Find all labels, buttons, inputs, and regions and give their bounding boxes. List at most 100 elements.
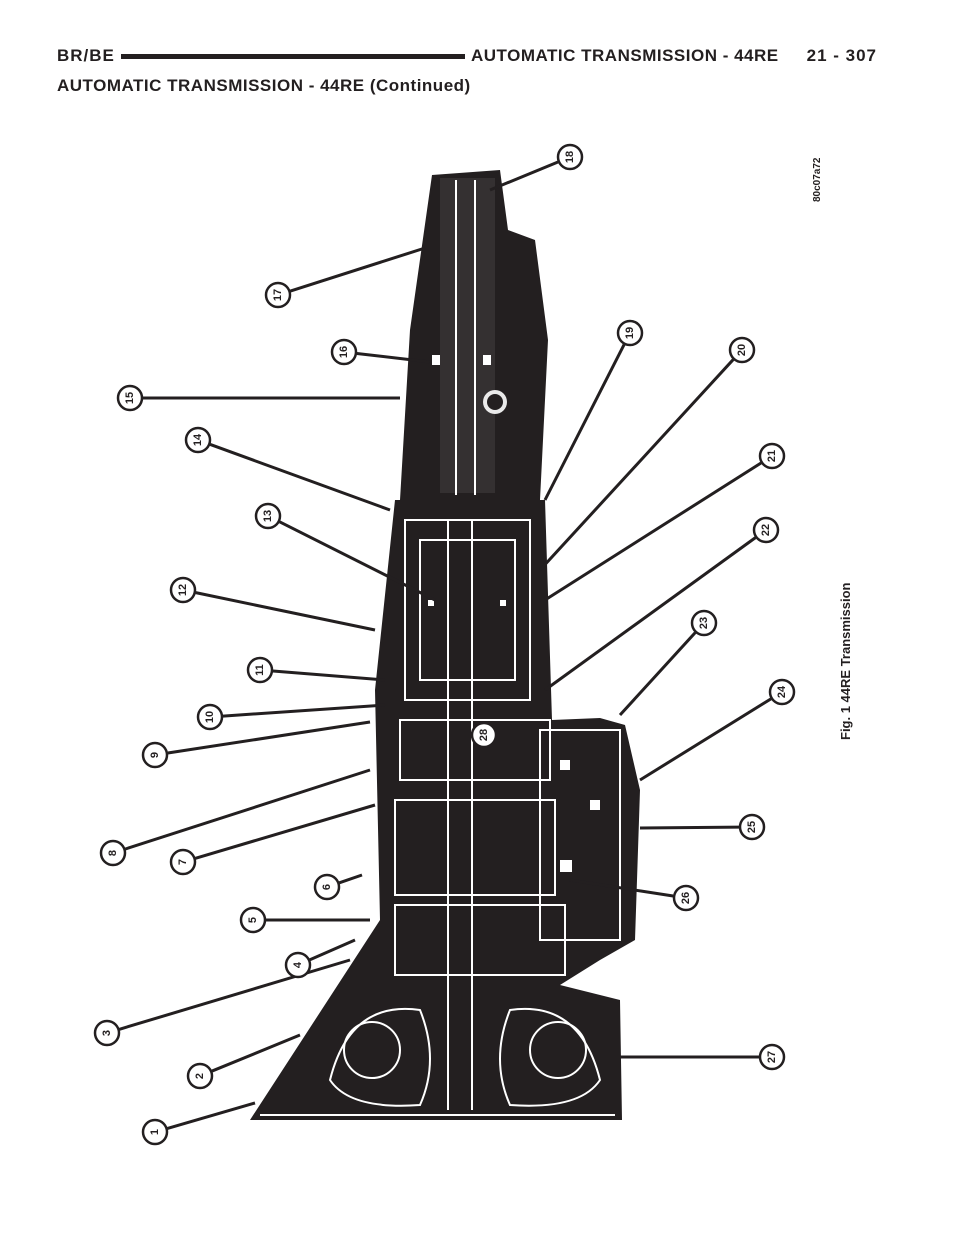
section-title: AUTOMATIC TRANSMISSION - 44RE (Continued… [57, 76, 471, 95]
callout-number: 27 [766, 1051, 778, 1063]
callout-2: 2 [186, 1033, 301, 1090]
callout-number: 8 [107, 850, 119, 856]
leader-line [618, 631, 697, 717]
callout-circle [556, 143, 584, 171]
callout-number: 15 [124, 392, 136, 404]
callout-circle [186, 1062, 214, 1090]
callout-number: 19 [624, 327, 636, 339]
callout-circle [196, 703, 224, 731]
callout-circle [264, 281, 292, 309]
callout-number: 5 [247, 917, 259, 923]
leader-line [543, 343, 626, 501]
callout-circle [313, 873, 341, 901]
callout-3: 3 [93, 958, 351, 1047]
header-model-code: BR/BE [57, 46, 115, 65]
callout-number: 24 [776, 685, 788, 698]
callout-11: 11 [246, 656, 386, 684]
callout-number: 13 [262, 510, 274, 522]
callout-number: 20 [736, 344, 748, 356]
callout-17: 17 [264, 246, 426, 309]
transmission-body [250, 170, 640, 1120]
callout-circle [672, 884, 700, 912]
leader-line [119, 958, 351, 1031]
callout-28: 28 [470, 721, 498, 749]
callout-circle [141, 741, 169, 769]
leader-line [309, 938, 356, 962]
leader-line [538, 358, 735, 572]
leader-line [124, 768, 371, 851]
callout-13: 13 [254, 502, 436, 602]
leader-line [569, 878, 674, 898]
callout-number: 26 [680, 892, 692, 904]
callout-circle [141, 1118, 169, 1146]
leader-line [211, 1033, 301, 1073]
callout-24: 24 [639, 678, 796, 782]
leader-line [356, 352, 431, 364]
leader-line [338, 873, 363, 885]
callout-circle [184, 426, 212, 454]
callout-20: 20 [538, 336, 756, 572]
callout-number: 9 [149, 752, 161, 758]
callout-number: 4 [292, 961, 304, 968]
callout-circle [99, 839, 127, 867]
callout-circle [116, 384, 144, 412]
callout-circle [330, 338, 358, 366]
leader-line [209, 443, 391, 512]
callout-1: 1 [141, 1101, 256, 1146]
running-header: BR/BE AUTOMATIC TRANSMISSION - 44RE 21 -… [57, 44, 877, 68]
leader-line [544, 461, 762, 602]
leader-line [167, 720, 371, 755]
callout-circle [738, 813, 766, 841]
callout-9: 9 [141, 720, 371, 769]
callout-layer: 1234567891011121314151617181920212223242… [93, 143, 796, 1146]
leader-line [639, 697, 772, 782]
callout-number: 11 [254, 664, 266, 676]
leader-line [639, 825, 740, 830]
leader-line [544, 536, 757, 692]
callout-number: 3 [101, 1030, 113, 1036]
header-rule [120, 53, 465, 59]
callout-14: 14 [184, 426, 391, 512]
leader-line [167, 1101, 256, 1130]
callout-circle [246, 656, 274, 684]
callout-circle [758, 442, 786, 470]
figure-id: 80c07a72 [812, 157, 823, 203]
header-section: AUTOMATIC TRANSMISSION - 44RE [471, 46, 779, 65]
leader-line [272, 669, 386, 682]
callout-15: 15 [116, 384, 400, 412]
callout-circle [758, 1043, 786, 1071]
callout-circle [752, 516, 780, 544]
callout-21: 21 [544, 442, 786, 602]
callout-number: 17 [272, 289, 284, 301]
callout-number: 22 [760, 524, 772, 536]
callout-circle [169, 576, 197, 604]
callout-number: 10 [204, 711, 216, 723]
callout-number: 7 [177, 859, 189, 865]
callout-8: 8 [99, 768, 371, 867]
leader-line [195, 591, 376, 632]
callout-circle [254, 502, 282, 530]
callout-number: 1 [149, 1129, 161, 1135]
callout-22: 22 [544, 516, 780, 692]
callout-circle [169, 848, 197, 876]
leader-line [289, 246, 426, 293]
callout-10: 10 [196, 703, 386, 731]
callout-23: 23 [618, 609, 718, 717]
callout-27: 27 [620, 1043, 786, 1071]
callout-16: 16 [330, 338, 431, 366]
leader-line [278, 520, 436, 602]
callout-number: 2 [194, 1073, 206, 1079]
callout-19: 19 [543, 319, 644, 501]
callout-number: 6 [321, 884, 333, 890]
callout-12: 12 [169, 576, 376, 632]
callout-number: 14 [192, 433, 204, 446]
callout-number: 28 [478, 729, 490, 741]
figure-caption: Fig. 1 44RE Transmission [838, 582, 853, 741]
callout-4: 4 [284, 938, 356, 979]
callout-5: 5 [239, 906, 370, 934]
callout-6: 6 [313, 873, 363, 901]
callout-circle [768, 678, 796, 706]
callout-number: 21 [766, 450, 778, 462]
callout-circle [93, 1019, 121, 1047]
